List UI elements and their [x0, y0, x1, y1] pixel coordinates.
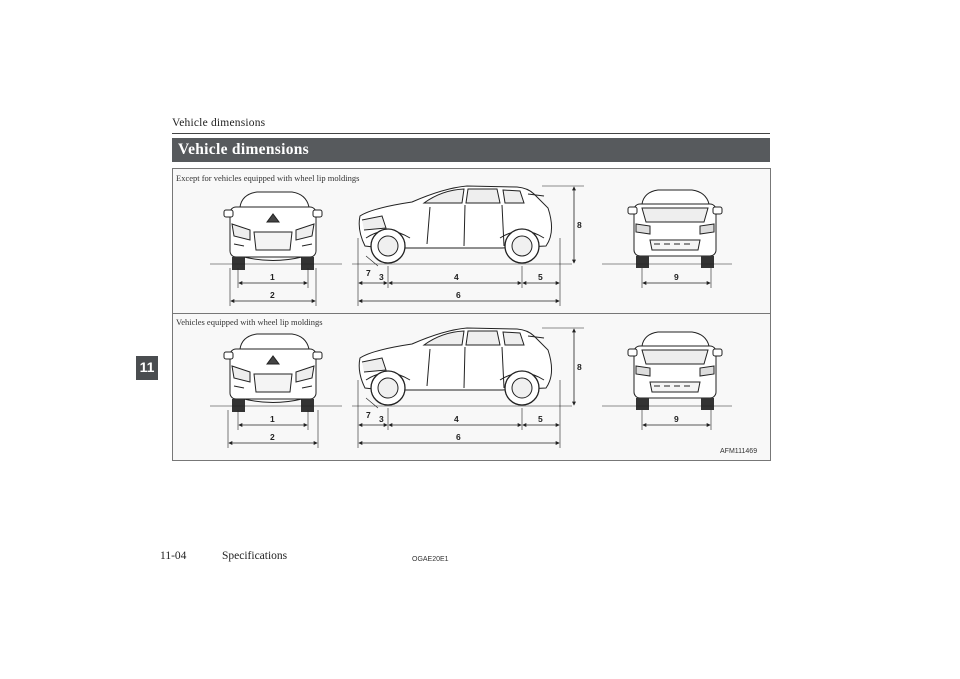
dim-label-1: 1	[270, 272, 275, 282]
side-view-top	[358, 185, 553, 264]
figure-code: AFM111469	[720, 448, 758, 455]
caption-standard: Except for vehicles equipped with wheel …	[176, 173, 360, 183]
rear-view-top	[627, 189, 723, 269]
dim-label-5b: 5	[538, 414, 543, 424]
rear-view-bottom	[627, 331, 723, 411]
dim-label-2: 2	[270, 290, 275, 300]
caption-wheel-lip: Vehicles equipped with wheel lip molding…	[176, 317, 323, 327]
chapter-tab: 11	[136, 356, 158, 380]
dim-label-3b: 3	[379, 414, 384, 424]
footer-section: Specifications	[222, 550, 288, 562]
dim-label-3: 3	[379, 272, 384, 282]
dim-label-8b: 8	[577, 362, 582, 372]
section-title-bar: Vehicle dimensions	[172, 138, 770, 162]
dim-label-8: 8	[577, 220, 582, 230]
front-view-top	[223, 191, 323, 271]
dim-label-9b: 9	[674, 414, 679, 424]
dim-label-4: 4	[454, 272, 459, 282]
dim-label-6: 6	[456, 290, 461, 300]
page-number: 11-04	[160, 550, 187, 562]
running-header: Vehicle dimensions	[172, 117, 266, 129]
document-code: OGAE20E1	[412, 556, 449, 563]
dim-label-9: 9	[674, 272, 679, 282]
chapter-number: 11	[139, 359, 155, 375]
dim-label-6b: 6	[456, 432, 461, 442]
dim-label-2b: 2	[270, 432, 275, 442]
dim-label-7: 7	[366, 268, 371, 278]
dim-label-4b: 4	[454, 414, 459, 424]
figure-divider	[172, 313, 770, 314]
dim-label-5: 5	[538, 272, 543, 282]
front-view-bottom	[223, 333, 323, 413]
header-rule	[172, 133, 770, 134]
side-view-bottom	[358, 327, 553, 406]
vehicle-drawings: 1 2 3 4 5 6 7 8 9 1	[210, 185, 732, 448]
dim-label-1b: 1	[270, 414, 275, 424]
section-title: Vehicle dimensions	[178, 141, 309, 158]
dim-label-7b: 7	[366, 410, 371, 420]
